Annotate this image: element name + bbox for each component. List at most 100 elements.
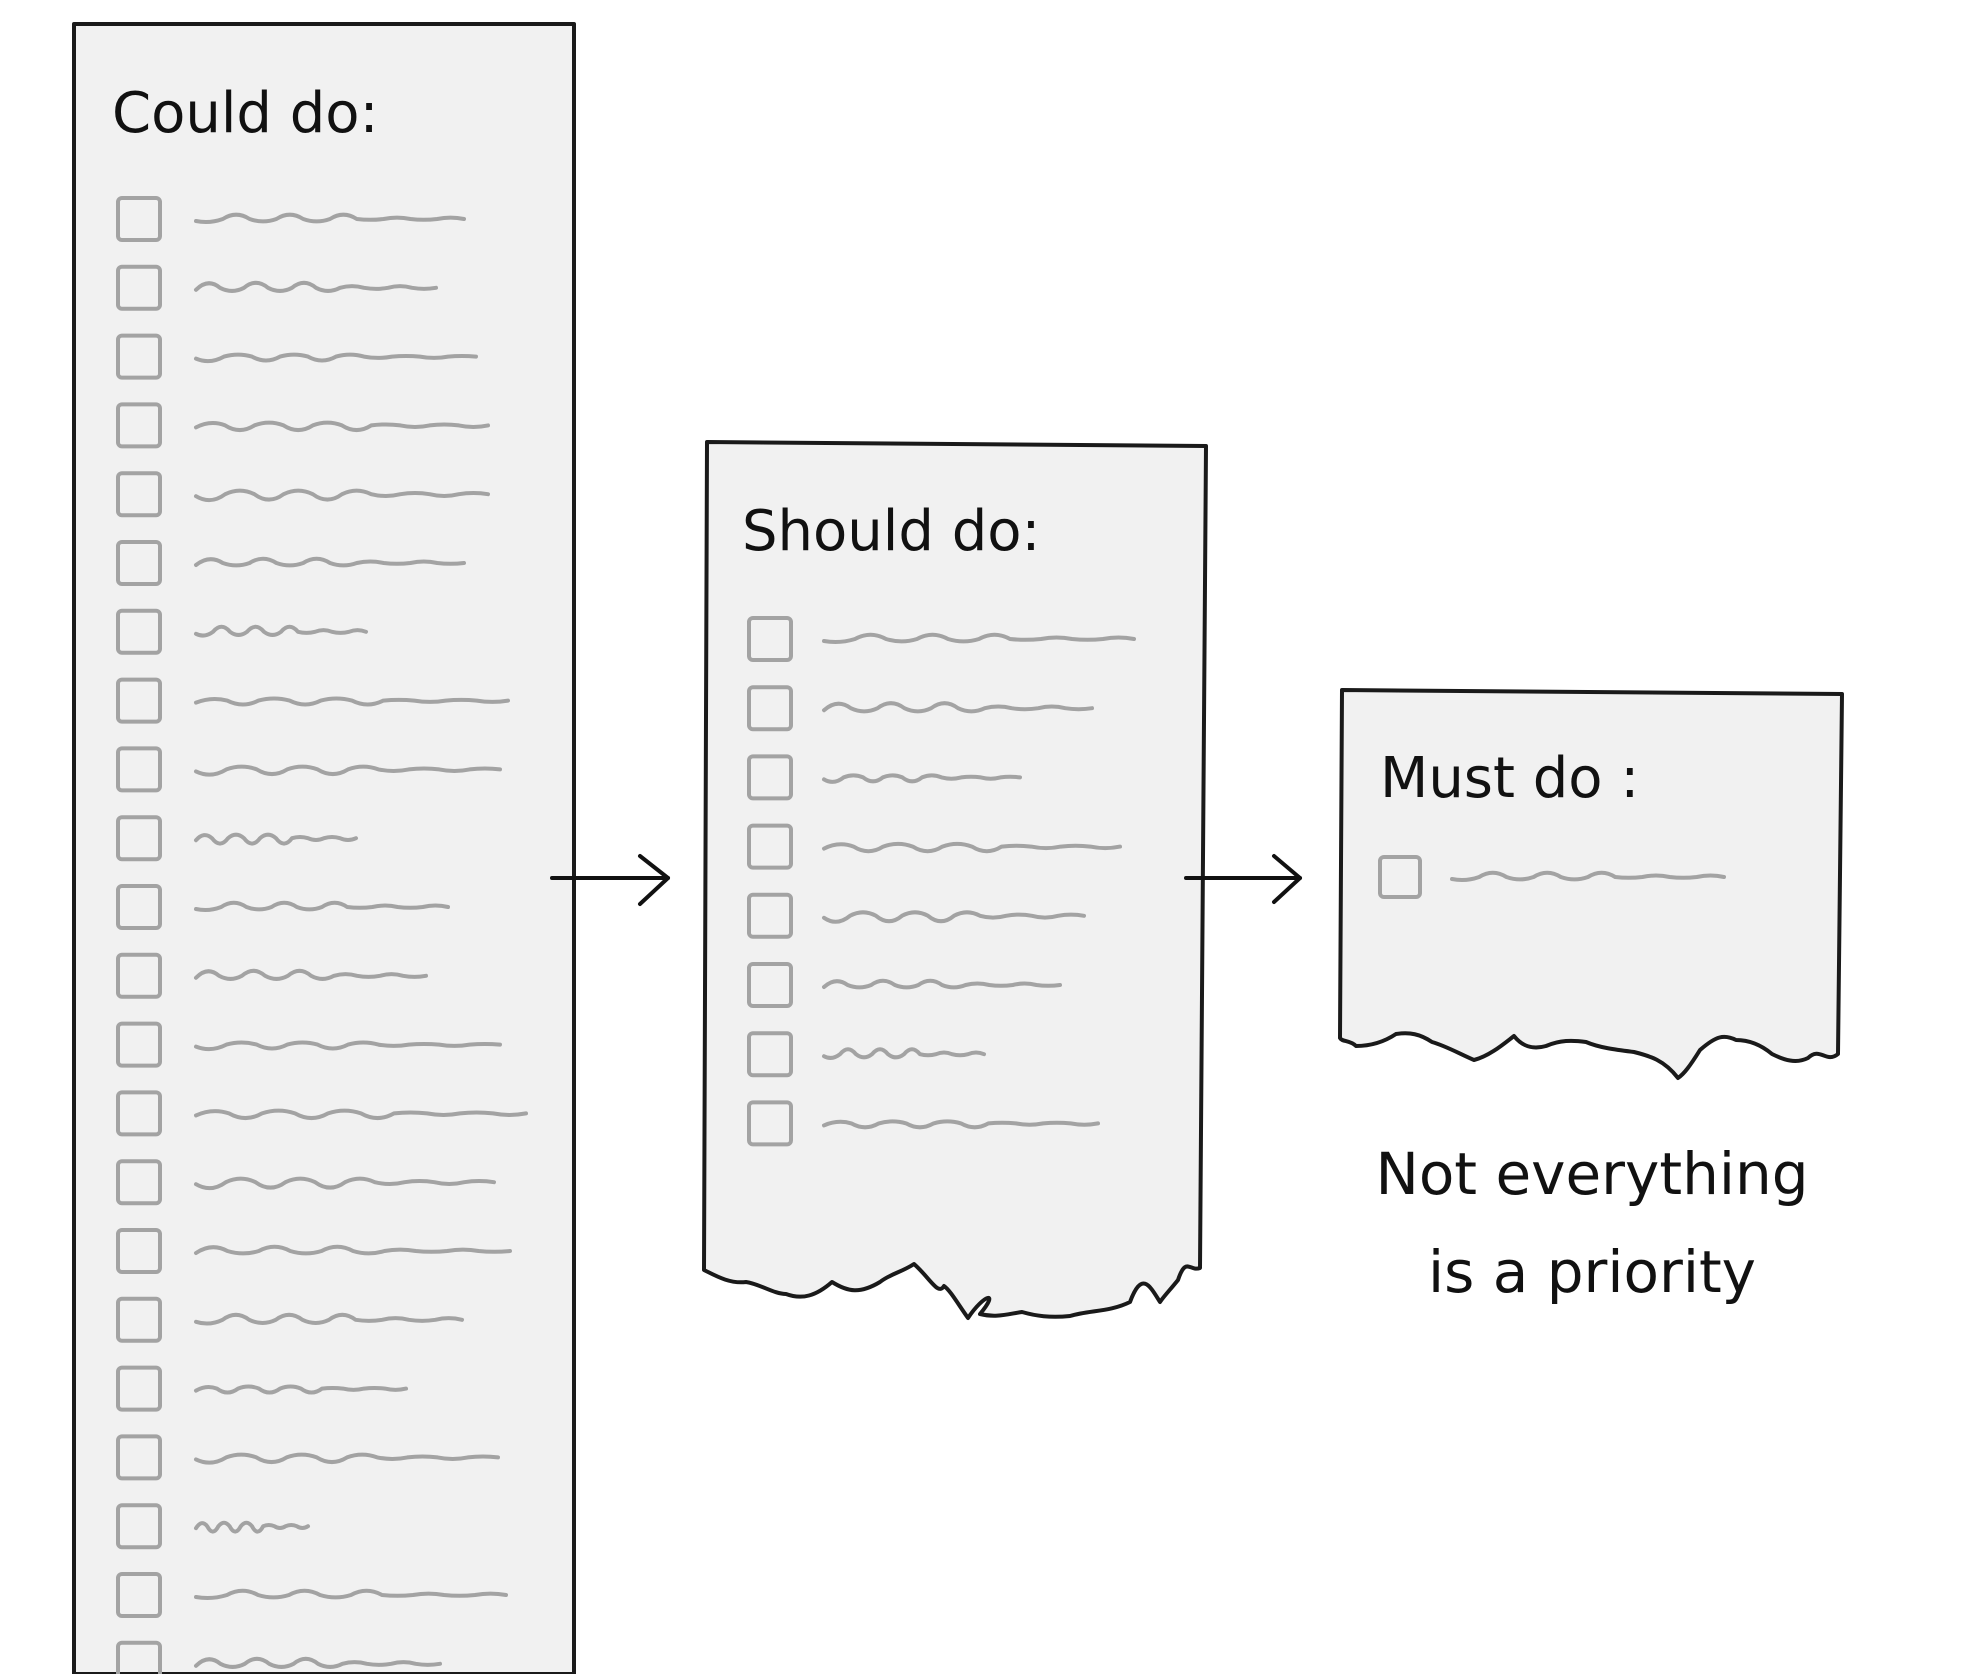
checkbox-placeholder (116, 196, 162, 242)
list-item (747, 685, 1094, 732)
checkbox-placeholder (116, 884, 162, 930)
placeholder-text-line (822, 701, 1094, 714)
placeholder-text-line (194, 1588, 508, 1601)
list-item (116, 1503, 310, 1550)
arrow-should-to-must (1184, 854, 1302, 904)
list-item (116, 402, 490, 449)
could-do-items (116, 196, 528, 1674)
placeholder-text-line (194, 1312, 464, 1326)
should-do-items (747, 616, 1136, 1147)
list-item (747, 754, 1022, 801)
list-item (116, 1640, 442, 1674)
checkbox-placeholder (747, 1100, 793, 1147)
list-item (116, 264, 438, 311)
placeholder-text-line (822, 773, 1022, 784)
placeholder-text-line (194, 1108, 528, 1121)
checkbox-placeholder (747, 823, 793, 870)
checkbox-placeholder (116, 1090, 162, 1137)
placeholder-text-line (194, 1452, 500, 1465)
list-item (747, 616, 1136, 662)
placeholder-text-line (1450, 870, 1726, 883)
could-do-title: Could do: (112, 81, 378, 146)
checkbox-placeholder (116, 1296, 162, 1343)
checkbox-placeholder (116, 1434, 162, 1481)
checkbox-placeholder (116, 1572, 162, 1618)
placeholder-text-line (194, 900, 450, 913)
list-item (116, 1296, 464, 1343)
placeholder-text-line (194, 968, 428, 981)
checkbox-placeholder (1378, 855, 1422, 899)
placeholder-text-line (194, 556, 466, 568)
placeholder-text-line (194, 624, 368, 638)
should-do-list: Should do: (702, 440, 1208, 1320)
placeholder-text-line (194, 1384, 408, 1395)
placeholder-text-line (194, 1656, 442, 1669)
list-item (116, 677, 510, 724)
list-item (747, 892, 1086, 939)
list-item (116, 540, 466, 586)
placeholder-text-line (194, 1520, 310, 1534)
must-do-list: Must do : (1338, 688, 1844, 1080)
checkbox-placeholder (116, 608, 162, 655)
checkbox-placeholder (116, 471, 162, 518)
list-item (116, 1572, 508, 1618)
placeholder-text-line (194, 1176, 496, 1191)
checkbox-placeholder (116, 815, 162, 862)
caption-line-2: is a priority (1428, 1238, 1756, 1306)
list-item (116, 608, 368, 655)
must-do-items (1378, 855, 1726, 899)
checkbox-placeholder (116, 677, 162, 724)
placeholder-text-line (194, 1244, 512, 1256)
checkbox-placeholder (747, 1031, 793, 1078)
arrow-could-to-should (550, 854, 670, 906)
list-item (116, 1434, 500, 1481)
placeholder-text-line (822, 910, 1086, 924)
placeholder-text-line (822, 1047, 986, 1060)
list-item (747, 823, 1122, 870)
placeholder-text-line (194, 488, 490, 503)
placeholder-text-line (194, 352, 478, 364)
list-item (747, 1100, 1100, 1147)
checkbox-placeholder (116, 1503, 162, 1550)
checkbox-placeholder (116, 952, 162, 999)
placeholder-text-line (822, 978, 1062, 990)
checkbox-placeholder (116, 1365, 162, 1412)
list-item (747, 1031, 986, 1078)
list-item (116, 471, 490, 518)
list-item (116, 884, 450, 930)
list-item (116, 746, 502, 793)
placeholder-text-line (822, 841, 1122, 854)
list-item (747, 962, 1062, 1008)
checkbox-placeholder (116, 264, 162, 311)
must-do-title: Must do : (1380, 746, 1639, 811)
checkbox-placeholder (747, 616, 793, 662)
list-item (116, 196, 466, 242)
could-do-list: Could do: (72, 22, 576, 1674)
placeholder-text-line (194, 280, 438, 293)
checkbox-placeholder (116, 1021, 162, 1068)
checkbox-placeholder (116, 333, 162, 380)
checkbox-placeholder (747, 892, 793, 939)
should-do-paper (702, 440, 1208, 1320)
placeholder-text-line (822, 1119, 1100, 1130)
checkbox-placeholder (116, 540, 162, 586)
priority-caption: Not everything is a priority (1375, 1140, 1808, 1306)
list-item (116, 1159, 496, 1206)
checkbox-placeholder (116, 402, 162, 449)
must-do-paper (1338, 688, 1844, 1080)
could-do-paper (72, 22, 576, 1674)
placeholder-text-line (822, 632, 1136, 645)
list-item (116, 1365, 408, 1412)
checkbox-placeholder (747, 685, 793, 732)
placeholder-text-line (194, 1040, 502, 1052)
caption-line-1: Not everything (1375, 1140, 1808, 1208)
should-do-title: Should do: (742, 499, 1040, 564)
checkbox-placeholder (116, 1640, 162, 1674)
placeholder-text-line (194, 764, 502, 777)
checkbox-placeholder (116, 746, 162, 793)
placeholder-text-line (194, 420, 490, 433)
placeholder-text-line (194, 212, 466, 225)
list-item (116, 333, 478, 380)
placeholder-text-line (194, 696, 510, 707)
